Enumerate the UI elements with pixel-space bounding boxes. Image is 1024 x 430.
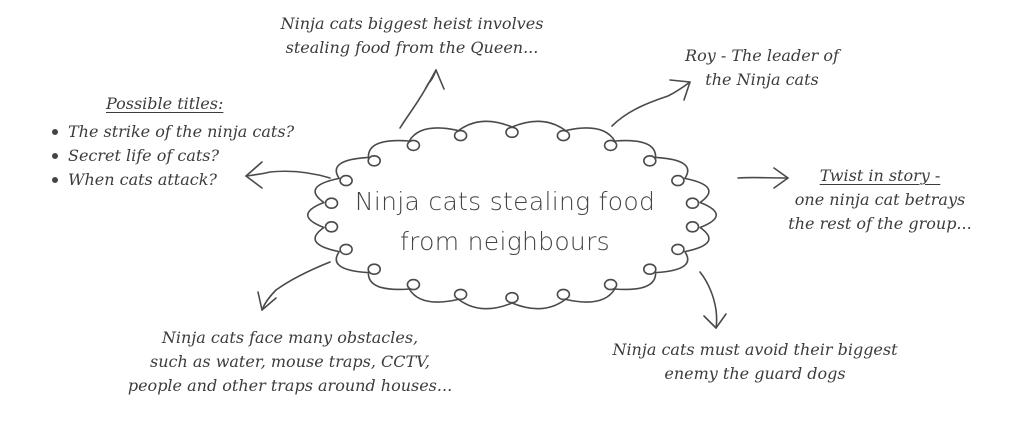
- cloud-loop: [453, 288, 468, 301]
- arrows: [245, 69, 789, 329]
- arrow-to-leader: [611, 81, 691, 127]
- arrow-head-obstacles: [257, 291, 277, 311]
- cloud-loop: [603, 139, 618, 152]
- heist-line-2: stealing food from the Queen...: [285, 38, 539, 57]
- cloud-loop: [339, 174, 353, 187]
- cloud-loop: [685, 221, 700, 233]
- heist-note: Ninja cats biggest heist involves steali…: [262, 12, 562, 60]
- obstacles-line-3: people and other traps around houses...: [127, 376, 453, 395]
- cloud-loop: [671, 174, 685, 187]
- cloud-loop: [324, 197, 339, 209]
- obstacles-line-2: such as water, mouse traps, CCTV,: [149, 352, 430, 371]
- leader-note: Roy - The leader of the Ninja cats: [662, 44, 862, 92]
- enemy-note: Ninja cats must avoid their biggest enem…: [590, 338, 920, 386]
- arrow-head-enemy: [703, 313, 727, 329]
- cloud-loop: [367, 155, 382, 167]
- arrow-to-enemy: [699, 271, 718, 329]
- cloud-loop: [324, 221, 339, 233]
- arrow-head-leader: [669, 79, 691, 101]
- central-topic-line-1: Ninja cats stealing food: [354, 187, 656, 216]
- leader-line-2: the Ninja cats: [705, 70, 819, 89]
- twist-line-2: the rest of the group...: [788, 214, 972, 233]
- arrow-to-titles: [245, 170, 331, 179]
- cloud-loop: [339, 243, 353, 256]
- arrow-head-heist: [425, 69, 445, 90]
- obstacles-line-1: Ninja cats face many obstacles,: [161, 328, 419, 347]
- cloud-loop: [453, 129, 468, 142]
- leader-line-1: Roy - The leader of: [685, 46, 839, 65]
- central-cloud-outline: [306, 120, 718, 310]
- central-topic-line-2: from neighbours: [400, 227, 610, 256]
- cloud-loop: [505, 126, 519, 139]
- enemy-line-1: Ninja cats must avoid their biggest: [612, 340, 898, 359]
- title-option: When cats attack?: [50, 168, 310, 192]
- cloud-loop: [406, 278, 421, 291]
- heist-line-1: Ninja cats biggest heist involves: [280, 14, 544, 33]
- enemy-line-2: enemy the guard dogs: [664, 364, 846, 383]
- twist-line-1: one ninja cat betrays: [794, 190, 966, 209]
- central-topic: Ninja cats stealing food from neighbours: [340, 182, 670, 262]
- cloud-loop: [642, 155, 657, 167]
- arrow-to-obstacles: [261, 261, 331, 311]
- cloud-loop: [685, 197, 700, 209]
- arrow-head-titles: [245, 161, 263, 189]
- cloud-loop: [603, 278, 618, 291]
- possible-titles-heading: Possible titles:: [106, 94, 224, 113]
- possible-titles-list: Possible titles: The strike of the ninja…: [50, 92, 310, 192]
- cloud-loop: [671, 243, 685, 256]
- twist-note: Twist in story - one ninja cat betrays t…: [770, 164, 990, 236]
- title-option: Secret life of cats?: [50, 144, 310, 168]
- obstacles-note: Ninja cats face many obstacles, such as …: [110, 326, 470, 398]
- cloud-loop: [367, 263, 382, 276]
- arrow-head-twist: [773, 167, 789, 189]
- twist-heading: Twist in story -: [819, 166, 941, 185]
- cloud-loop: [556, 288, 571, 301]
- cloud-loop: [642, 263, 657, 276]
- cloud-loop: [406, 139, 421, 152]
- cloud-loop: [556, 129, 571, 142]
- cloud-loop: [505, 291, 519, 304]
- title-option: The strike of the ninja cats?: [50, 120, 310, 144]
